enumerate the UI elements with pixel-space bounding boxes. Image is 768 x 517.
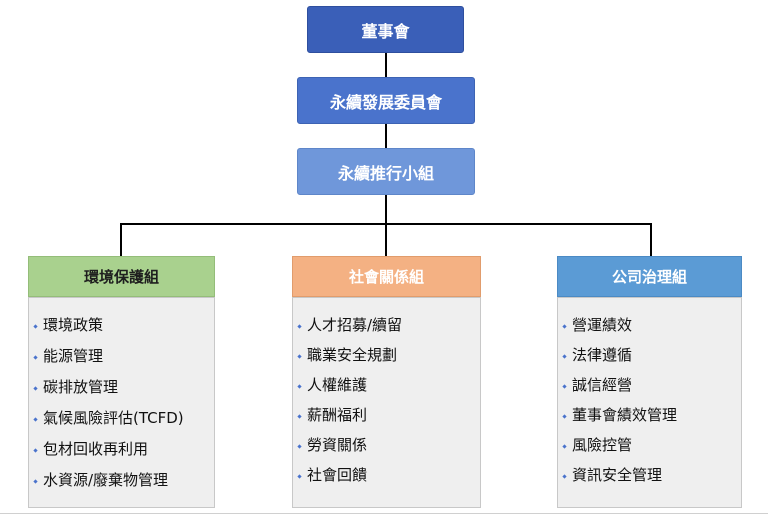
list-item-label: 營運績效 <box>572 316 633 334</box>
list-item-label: 勞資關係 <box>307 436 368 454</box>
bullet-icon <box>33 448 38 453</box>
bullet-icon <box>297 414 302 419</box>
bullet-icon <box>297 324 302 329</box>
social-group-header: 社會關係組 <box>292 256 481 297</box>
governance-group-header: 公司治理組 <box>557 256 742 297</box>
list-item-label: 包材回收再利用 <box>43 440 149 458</box>
list-item-label: 碳排放管理 <box>43 378 119 396</box>
list-item-label: 人權維護 <box>307 376 368 394</box>
list-item: 人權維護 <box>293 372 480 402</box>
list-item-label: 風險控管 <box>572 436 633 454</box>
list-item-label: 人才招募/續留 <box>307 316 403 334</box>
list-item: 能源管理 <box>29 343 214 374</box>
list-item: 氣候風險評估(TCFD) <box>29 405 214 436</box>
list-item: 勞資關係 <box>293 432 480 462</box>
list-item: 薪酬福利 <box>293 402 480 432</box>
list-item: 環境政策 <box>29 312 214 343</box>
list-item-label: 資訊安全管理 <box>572 466 663 484</box>
bullet-icon <box>562 444 567 449</box>
list-item-label: 氣候風險評估(TCFD) <box>43 409 184 427</box>
bullet-icon <box>33 386 38 391</box>
bullet-icon <box>562 384 567 389</box>
list-item: 誠信經營 <box>558 372 741 402</box>
connector-committee-team <box>385 124 387 148</box>
connector-board-committee <box>385 53 387 77</box>
list-item-label: 社會回饋 <box>307 466 368 484</box>
list-item: 包材回收再利用 <box>29 436 214 467</box>
connector-team-stem <box>385 195 387 224</box>
bullet-icon <box>562 324 567 329</box>
bullet-icon <box>33 324 38 329</box>
connector-to-governance <box>650 223 652 256</box>
list-item: 法律遵循 <box>558 342 741 372</box>
list-item-label: 能源管理 <box>43 347 104 365</box>
list-item: 風險控管 <box>558 432 741 462</box>
environment-group-list: 環境政策 能源管理 碳排放管理 氣候風險評估(TCFD) 包材回收再利用 水資源… <box>28 297 215 508</box>
bullet-icon <box>562 354 567 359</box>
list-item: 人才招募/續留 <box>293 312 480 342</box>
bullet-icon <box>562 474 567 479</box>
bullet-icon <box>33 479 38 484</box>
connector-to-environment <box>120 223 122 256</box>
team-node: 永續推行小組 <box>297 148 475 195</box>
list-item-label: 環境政策 <box>43 316 104 334</box>
bottom-divider <box>0 513 768 514</box>
list-item-label: 董事會績效管理 <box>572 406 678 424</box>
list-item: 水資源/廢棄物管理 <box>29 467 214 498</box>
bullet-icon <box>297 354 302 359</box>
committee-node: 永續發展委員會 <box>297 77 475 124</box>
board-node: 董事會 <box>307 6 464 53</box>
bullet-icon <box>33 417 38 422</box>
list-item-label: 水資源/廢棄物管理 <box>43 471 169 489</box>
list-item: 碳排放管理 <box>29 374 214 405</box>
list-item: 職業安全規劃 <box>293 342 480 372</box>
list-item: 董事會績效管理 <box>558 402 741 432</box>
bullet-icon <box>297 444 302 449</box>
governance-group-list: 營運績效 法律遵循 誠信經營 董事會績效管理 風險控管 資訊安全管理 <box>557 297 742 508</box>
list-item-label: 法律遵循 <box>572 346 633 364</box>
list-item: 營運績效 <box>558 312 741 342</box>
social-group-list: 人才招募/續留 職業安全規劃 人權維護 薪酬福利 勞資關係 社會回饋 <box>292 297 481 508</box>
bullet-icon <box>33 355 38 360</box>
environment-group-header: 環境保護組 <box>28 256 215 297</box>
list-item-label: 誠信經營 <box>572 376 633 394</box>
list-item: 資訊安全管理 <box>558 462 741 492</box>
list-item-label: 職業安全規劃 <box>307 346 398 364</box>
bullet-icon <box>297 384 302 389</box>
list-item-label: 薪酬福利 <box>307 406 368 424</box>
bullet-icon <box>562 414 567 419</box>
list-item: 社會回饋 <box>293 462 480 492</box>
bullet-icon <box>297 474 302 479</box>
connector-to-social <box>385 223 387 256</box>
